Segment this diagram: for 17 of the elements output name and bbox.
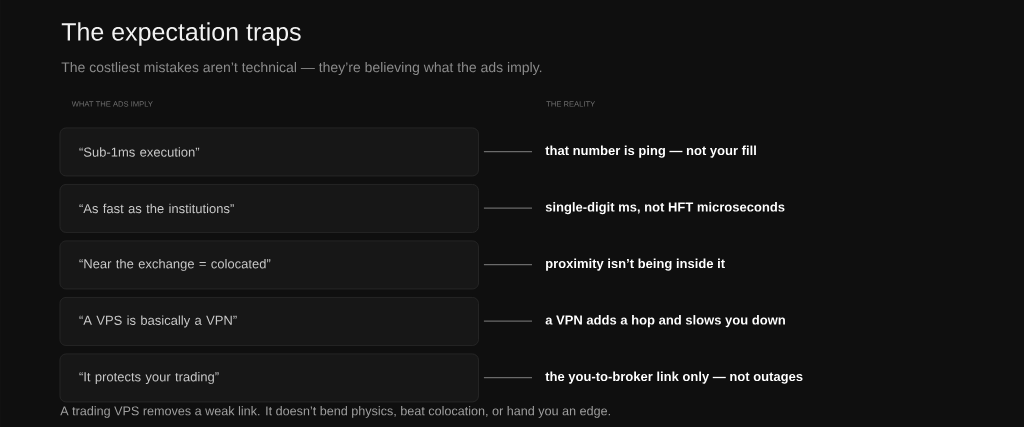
connector-line xyxy=(483,377,533,379)
reality-text: proximity isn’t being inside it xyxy=(546,258,725,271)
claim-box: “Sub-1ms execution” xyxy=(59,127,479,177)
claim-box: “It protects your trading” xyxy=(59,353,479,403)
reality-text: a VPN adds a hop and slows you down xyxy=(545,315,785,328)
claim-box: “A VPS is basically a VPN” xyxy=(59,297,479,346)
connector-line xyxy=(483,263,533,266)
reality-text: the you-to-broker link only — not outages xyxy=(545,371,803,384)
title: The expectation traps xyxy=(61,22,301,46)
reality-text: single-digit ms, not HFT microseconds xyxy=(545,202,785,215)
connector-line xyxy=(483,151,533,153)
subtitle: The costliest mistakes aren’t technical — they’re believing what the ads imply. xyxy=(61,61,542,75)
reality-text: that number is ping — not your fill xyxy=(545,145,756,158)
claim-box: “Near the exchange = colocated” xyxy=(59,240,479,290)
connector-line xyxy=(483,320,533,322)
connector-line xyxy=(483,207,533,209)
claim-box: “As fast as the institutions” xyxy=(59,184,479,233)
